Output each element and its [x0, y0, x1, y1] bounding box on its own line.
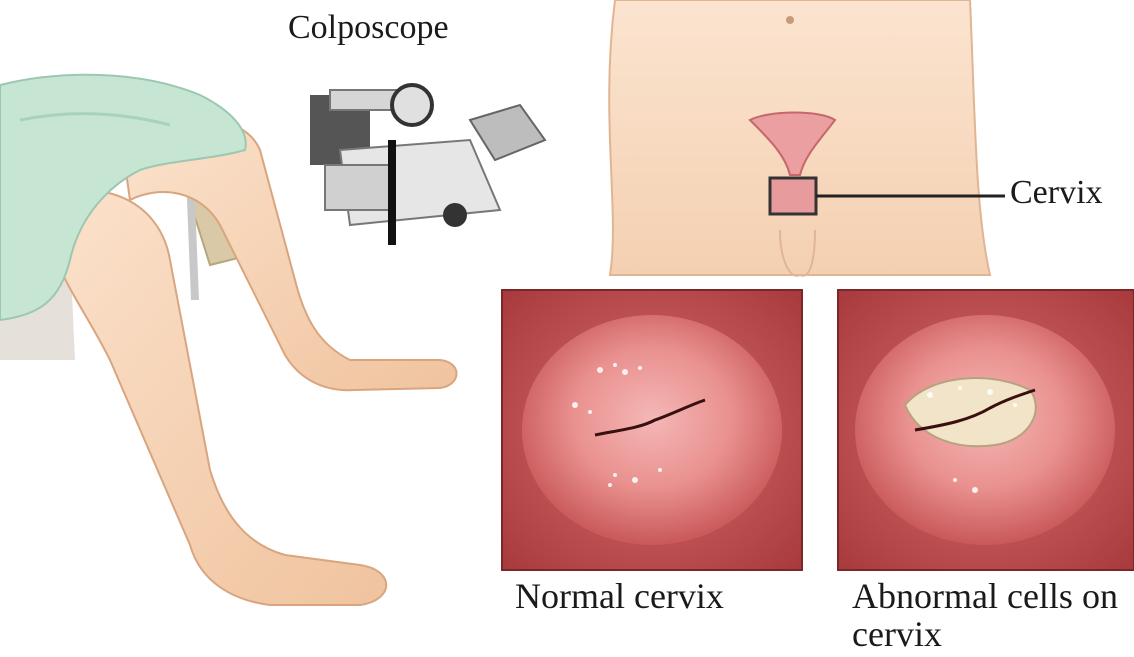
torso-figure — [609, 0, 1005, 276]
abnormal-cells-label: Abnormal cells on cervix — [852, 578, 1134, 654]
cervix-label: Cervix — [1010, 175, 1103, 211]
abnormal-cervix-panel — [838, 290, 1134, 570]
normal-cervix-label: Normal cervix — [515, 578, 724, 616]
cervix-highlight-box — [770, 178, 816, 214]
normal-cervix-panel — [502, 290, 802, 570]
colposcope-label: Colposcope — [288, 10, 449, 46]
colposcope-device — [310, 85, 545, 245]
